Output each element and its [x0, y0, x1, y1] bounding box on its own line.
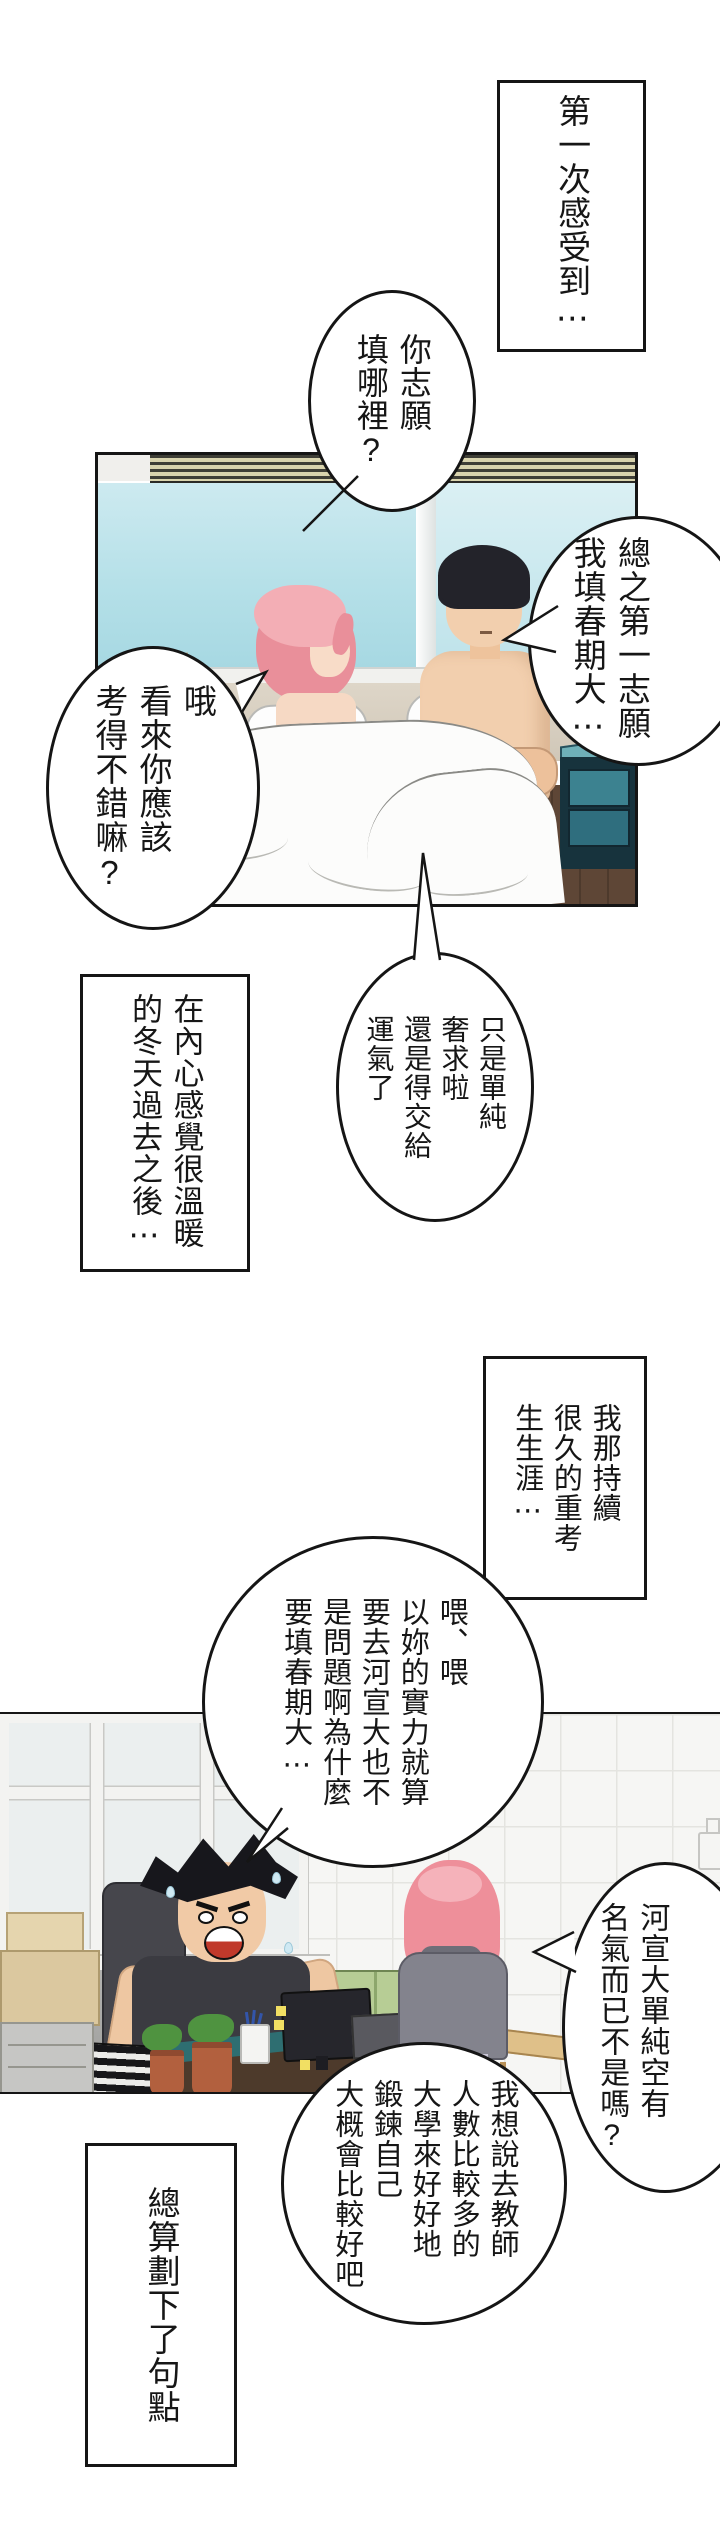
bubble-line: 要去河宣大也不	[357, 1597, 390, 1807]
bubble-line: 哦	[179, 684, 217, 718]
nightstand-drawer	[568, 809, 630, 847]
bubble-text: 只是單純 奢求啦 還是得交給 運氣了	[360, 1015, 510, 1160]
speech-bubble: 我想說去教師 人數比較多的 大學來好好地 鍛鍊自己 大概會比較好吧	[281, 2042, 567, 2325]
bubble-text: 我想說去教師 人數比較多的 大學來好好地 鍛鍊自己 大概會比較好吧	[327, 2079, 521, 2289]
sweat-drop	[166, 1886, 175, 1898]
narration-box: 總算劃下了句點	[85, 2143, 237, 2467]
bubble-line: 我想說去教師	[486, 2078, 519, 2259]
bubble-line: 大概會比較好吧	[330, 2078, 363, 2289]
man-hair-fringe	[442, 585, 522, 607]
bubble-tail	[235, 669, 269, 713]
bubble-line: 奢求啦	[438, 1014, 470, 1102]
plant-pot	[150, 2050, 184, 2092]
window-bar	[91, 1723, 103, 1949]
bubble-text: 喂、喂 以妳的實力就算 要去河宣大也不 是問題啊為什麼 要填春期大⋯	[276, 1597, 470, 1807]
narration-line: 很久的重考	[549, 1403, 582, 1553]
coach-shouting-mouth	[204, 1926, 244, 1960]
cabinet-line	[8, 2044, 86, 2046]
narration-line: 生生涯⋯	[510, 1403, 543, 1528]
window-mullion	[416, 483, 436, 671]
bubble-tail	[500, 604, 559, 654]
bubble-line: 名氣而已不是嗎?	[595, 1902, 629, 2153]
file-cabinet	[0, 2022, 94, 2092]
bubble-line: 看來你應該	[135, 684, 173, 854]
man-mouth	[480, 631, 492, 634]
narration-box: 在內心感覺很溫暖 的冬天過去之後⋯	[80, 974, 250, 1272]
sticky-note	[276, 2006, 286, 2016]
bubble-text: 哦 看來你應該 考得不錯嘛?	[87, 684, 220, 892]
bubble-tail	[531, 1930, 577, 1974]
sticky-note	[274, 2020, 284, 2030]
bubble-line: 你志願	[395, 333, 432, 432]
woman-hair-highlight	[418, 1866, 482, 1902]
plant-leaves	[142, 2024, 182, 2052]
cabinet-line	[8, 2066, 86, 2068]
bubble-line: 河宣大單純空有	[635, 1902, 669, 2119]
coach-eye	[198, 1911, 214, 1924]
narration-text: 第一次感受到⋯	[549, 94, 593, 338]
bottle	[698, 1832, 720, 1870]
bubble-line: 填哪裡?	[353, 333, 389, 469]
bubble-line: 還是得交給	[401, 1014, 432, 1160]
speech-bubble: 喂、喂 以妳的實力就算 要去河宣大也不 是問題啊為什麼 要填春期大⋯	[202, 1536, 544, 1868]
narration-box: 我那持續 很久的重考 生生涯⋯	[483, 1356, 647, 1600]
sweat-drop	[272, 1872, 281, 1884]
narration-box: 第一次感受到⋯	[497, 80, 646, 352]
bubble-line: 以妳的實力就算	[396, 1597, 429, 1807]
bubble-line: 人數比較多的	[447, 2078, 480, 2259]
bubble-line: 是問題啊為什麼	[318, 1597, 351, 1807]
narration-line: 在內心感覺很溫暖	[168, 992, 204, 1249]
narration-text: 在內心感覺很溫暖 的冬天過去之後⋯	[123, 993, 206, 1254]
bubble-line: 總之第一志願	[613, 536, 651, 740]
narration-text: 總算劃下了句點	[139, 2186, 183, 2424]
bubble-tail	[245, 1807, 289, 1863]
pen-cup	[240, 2024, 270, 2064]
bubble-line: 我填春期大⋯	[569, 536, 607, 746]
bubble-line: 運氣了	[363, 1014, 395, 1102]
window-bar	[9, 1787, 299, 1799]
monitor-stand	[316, 2056, 328, 2070]
window-frame	[98, 455, 150, 481]
bubble-text: 總之第一志願 我填春期大⋯	[565, 536, 653, 746]
bubble-tail	[302, 475, 359, 532]
narration-line: 第一次感受到⋯	[553, 94, 591, 338]
bubble-text: 你志願 填哪裡?	[349, 333, 435, 469]
coach-eye	[232, 1911, 248, 1924]
sticky-note	[300, 2060, 310, 2070]
cardboard-box	[0, 1950, 100, 2026]
plant-pot	[192, 2042, 232, 2092]
nightstand-drawer	[568, 769, 630, 807]
plant-leaves	[188, 2014, 234, 2044]
narration-line: 總算劃下了句點	[143, 2186, 181, 2424]
speech-bubble: 你志願 填哪裡?	[308, 290, 476, 512]
bubble-line: 要填春期大⋯	[279, 1597, 312, 1782]
bubble-text: 河宣大單純空有 名氣而已不是嗎?	[591, 1902, 671, 2153]
bubble-tail	[412, 852, 442, 961]
book-stack	[86, 2042, 156, 2092]
bubble-line: 鍛鍊自己	[369, 2078, 402, 2199]
bubble-line: 考得不錯嘛?	[90, 684, 128, 892]
speech-bubble: 河宣大單純空有 名氣而已不是嗎?	[562, 1862, 720, 2193]
narration-line: 的冬天過去之後⋯	[127, 992, 162, 1254]
bubble-line: 喂、喂	[435, 1597, 468, 1687]
speech-bubble: 哦 看來你應該 考得不錯嘛?	[46, 646, 260, 930]
bubble-line: 只是單純	[476, 1014, 508, 1131]
sweat-drop	[284, 1942, 293, 1954]
narration-line: 我那持續	[588, 1403, 621, 1523]
narration-text: 我那持續 很久的重考 生生涯⋯	[507, 1403, 624, 1553]
woman-hair-front	[254, 585, 346, 647]
bubble-line: 大學來好好地	[408, 2078, 441, 2259]
speech-bubble: 只是單純 奢求啦 還是得交給 運氣了	[336, 952, 534, 1222]
